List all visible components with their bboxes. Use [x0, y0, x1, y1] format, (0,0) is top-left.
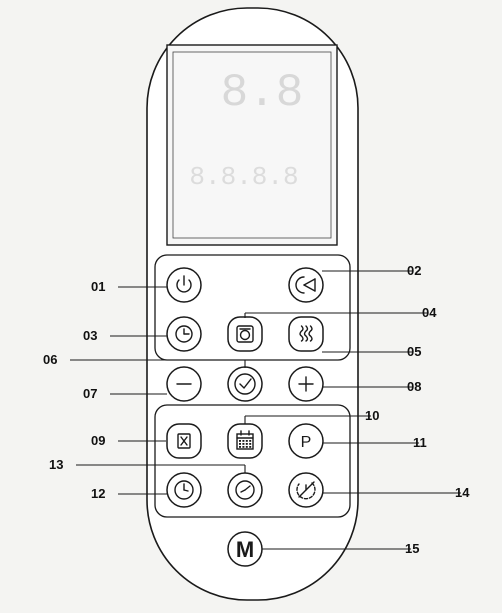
callout-label-13: 13: [49, 457, 64, 472]
button-03[interactable]: [166, 316, 202, 352]
button-11[interactable]: P: [288, 423, 324, 459]
button-01[interactable]: [166, 267, 202, 303]
button-07[interactable]: [166, 366, 202, 402]
callout-label-02: 02: [407, 263, 422, 278]
svg-text:P: P: [301, 434, 312, 451]
clock-cancel-icon: [296, 481, 316, 500]
callout-label-14: 14: [455, 485, 470, 500]
plus-icon: [298, 376, 314, 392]
lcd-segment-top: 8.8: [221, 67, 304, 119]
callout-label-01: 01: [91, 279, 106, 294]
callout-label-09: 09: [91, 433, 106, 448]
button-04[interactable]: [227, 316, 263, 352]
p-icon: P: [301, 434, 312, 451]
confirm-icon: [234, 373, 256, 395]
timer-icon: [175, 325, 193, 343]
button-08[interactable]: [288, 366, 324, 402]
lcd-screen-inner: [172, 51, 332, 239]
button-02[interactable]: [288, 267, 324, 303]
m-icon: M: [236, 537, 254, 562]
svg-text:M: M: [236, 537, 254, 562]
button-panel-bottom: [154, 404, 351, 518]
lcd-segment-bottom: 8.8.8.8: [189, 162, 298, 192]
button-panel-top: [154, 254, 351, 361]
button-10[interactable]: [227, 423, 263, 459]
button-06[interactable]: [227, 366, 263, 402]
callout-label-15: 15: [405, 541, 420, 556]
mode-icon: [177, 433, 191, 449]
callout-label-08: 08: [407, 379, 422, 394]
calendar-icon: [236, 430, 254, 450]
callout-label-12: 12: [91, 486, 106, 501]
callout-label-05: 05: [407, 344, 422, 359]
callout-label-07: 07: [83, 386, 98, 401]
callout-label-06: 06: [43, 352, 58, 367]
button-15[interactable]: M: [227, 531, 263, 567]
callout-label-03: 03: [83, 328, 98, 343]
heat-icon: [299, 325, 313, 342]
clock-icon: [174, 480, 194, 500]
button-13[interactable]: [227, 472, 263, 508]
lcd-screen-outer: [166, 44, 338, 246]
power-icon: [176, 275, 192, 293]
callout-label-10: 10: [365, 408, 380, 423]
defrost-icon: [236, 325, 254, 343]
clock-set-icon: [235, 480, 255, 500]
button-12[interactable]: [166, 472, 202, 508]
button-14[interactable]: [288, 472, 324, 508]
swing-icon: [295, 276, 316, 294]
callout-label-11: 11: [413, 435, 427, 450]
button-09[interactable]: [166, 423, 202, 459]
callout-label-04: 04: [422, 305, 437, 320]
button-05[interactable]: [288, 316, 324, 352]
